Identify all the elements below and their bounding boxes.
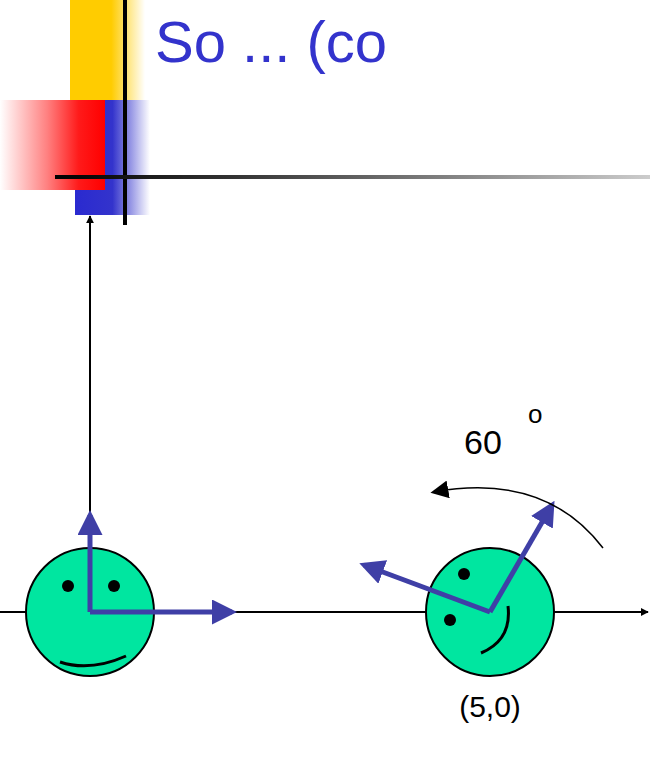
- eye: [458, 568, 470, 580]
- mouth: [60, 656, 126, 666]
- frame-axis: [88, 515, 93, 612]
- horizontal-rule: [55, 175, 650, 179]
- slide-title: So ... (co: [155, 10, 387, 74]
- frame-axis: [490, 505, 552, 612]
- frame-axis: [90, 610, 232, 615]
- angle-value: 60: [462, 424, 504, 461]
- eye: [62, 580, 74, 592]
- eye: [444, 614, 456, 626]
- rotation-arc: [434, 488, 603, 548]
- yellow-square: [70, 0, 145, 100]
- eye: [108, 580, 120, 592]
- frame-axis: [364, 565, 490, 612]
- vertical-rule: [123, 0, 127, 225]
- mouth: [481, 606, 508, 653]
- position-coordinate: (5,0): [457, 690, 523, 723]
- degree-mark: o: [526, 400, 544, 429]
